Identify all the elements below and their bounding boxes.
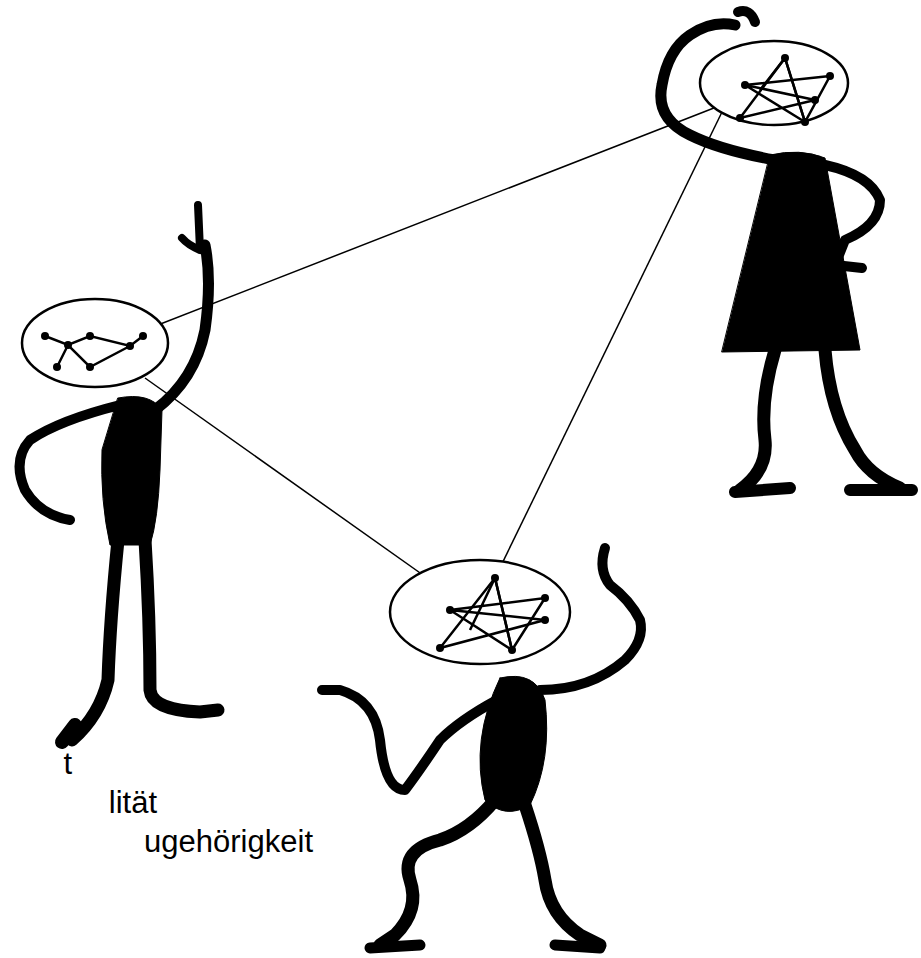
figure-right	[661, 11, 912, 492]
foot	[370, 945, 600, 948]
text-label: ugehörigkeit	[144, 826, 313, 857]
hand	[738, 11, 755, 22]
graph-dots	[41, 332, 147, 371]
connection-line	[495, 112, 722, 578]
graph-dot	[801, 118, 809, 126]
torso	[480, 676, 547, 811]
graph-edge	[745, 58, 830, 122]
leg	[740, 350, 775, 490]
graph-dot	[741, 81, 749, 89]
graph-dot	[736, 114, 744, 122]
hand	[182, 205, 200, 250]
leg	[145, 540, 218, 712]
figure-center	[322, 548, 641, 948]
graph-dot	[436, 644, 444, 652]
head-ellipse	[700, 41, 848, 125]
foot	[735, 488, 912, 492]
graph-dot	[541, 594, 549, 602]
graph-dot	[86, 332, 94, 340]
graph-dot	[126, 342, 134, 350]
graph-dot	[541, 616, 549, 624]
foot	[62, 725, 75, 742]
leg	[380, 800, 495, 945]
arm	[20, 405, 120, 520]
graph-dots	[436, 574, 549, 654]
head-left	[22, 299, 168, 387]
graph-dots	[736, 54, 834, 126]
leg	[525, 805, 600, 945]
graph-dot	[491, 574, 499, 582]
arm	[825, 165, 880, 268]
graph-dot	[811, 96, 819, 104]
graph-dot	[86, 363, 94, 371]
mind-graph	[45, 336, 143, 367]
graph-edge	[440, 578, 545, 650]
text-label: t	[63, 748, 72, 779]
head-ellipse	[390, 560, 570, 664]
connection-lines	[145, 90, 760, 592]
head-ellipse	[22, 299, 168, 387]
arm	[322, 690, 497, 790]
head-right	[700, 41, 848, 126]
graph-dot	[53, 363, 61, 371]
mind-graph	[440, 578, 545, 650]
graph-edge	[450, 578, 545, 650]
graph-dot	[508, 646, 516, 654]
graph-dot	[41, 332, 49, 340]
graph-dot	[446, 606, 454, 614]
text-label: lität	[109, 787, 157, 818]
connection-line	[145, 378, 447, 592]
graph-dot	[826, 72, 834, 80]
graph-dot	[781, 54, 789, 62]
torso	[102, 397, 162, 546]
head-center	[390, 560, 570, 664]
leg	[72, 540, 118, 740]
figure-left	[20, 205, 218, 742]
mind-graph	[740, 58, 830, 122]
leg	[825, 350, 900, 488]
graph-dot	[139, 332, 147, 340]
graph-dot	[64, 341, 72, 349]
